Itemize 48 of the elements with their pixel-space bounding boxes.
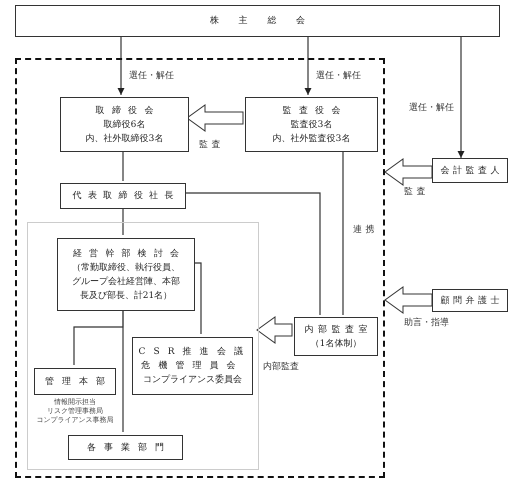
org-box [60,97,189,152]
org-box [15,5,500,37]
edge-label: 選任・解任 [408,103,455,114]
dashed-frame [15,58,385,478]
connector-line [342,150,344,315]
box-text: 内、社外取締役3名 [86,132,164,146]
org-box [34,368,116,395]
box-title: CSR推進会議 [138,346,252,359]
org-box [60,183,186,209]
box-text: 内、社外監査役3名 [272,132,350,146]
edge-label: 内部監査 [262,362,300,373]
box-title: 会計監査人 [440,164,504,178]
org-box [294,317,378,356]
org-box [432,158,508,183]
block-arrow [186,104,244,132]
arrow [118,37,124,95]
edge-label: 選任・解任 [315,71,362,82]
arrow [304,37,312,95]
box-title: 各事業部門 [86,442,172,454]
org-box [245,97,378,152]
box-text: 監査役3名 [290,118,332,132]
box-title: 株主総会 [210,14,325,28]
edge-label: 助言・指導 [403,318,450,329]
box-title: 顧問弁護士 [440,294,504,308]
org-box [57,238,195,311]
block-arrow [384,286,432,314]
connector-line [184,192,321,315]
box-text: 取締役6名 [104,118,146,132]
box-title: 管理本部 [44,376,114,388]
block-arrow [384,158,432,186]
box-title: 代表取締役社長 [72,190,180,203]
block-arrow [256,316,292,344]
org-box [132,337,253,395]
box-title: 経営幹部検討会 [72,248,186,260]
org-box [68,435,183,460]
edge-label: 選任・解任 [128,71,175,82]
connector-line [122,207,124,235]
arrow [458,37,464,158]
box-title: 内部監査室 [304,324,372,336]
org-box [432,289,508,312]
connector-line [122,150,124,181]
box-title: 監査役会 [282,104,348,118]
box-text: （常勤取締役、執行役員、グループ会社経営陣、本部長及び部長、計21名） [71,262,181,302]
box-title: 取締役会 [96,104,160,118]
box-text: 危機管理員会 [141,360,244,373]
box-text: （1名体制） [310,338,362,350]
box-text: コンプライアンス委員会 [143,373,242,387]
group-frame [27,222,259,470]
